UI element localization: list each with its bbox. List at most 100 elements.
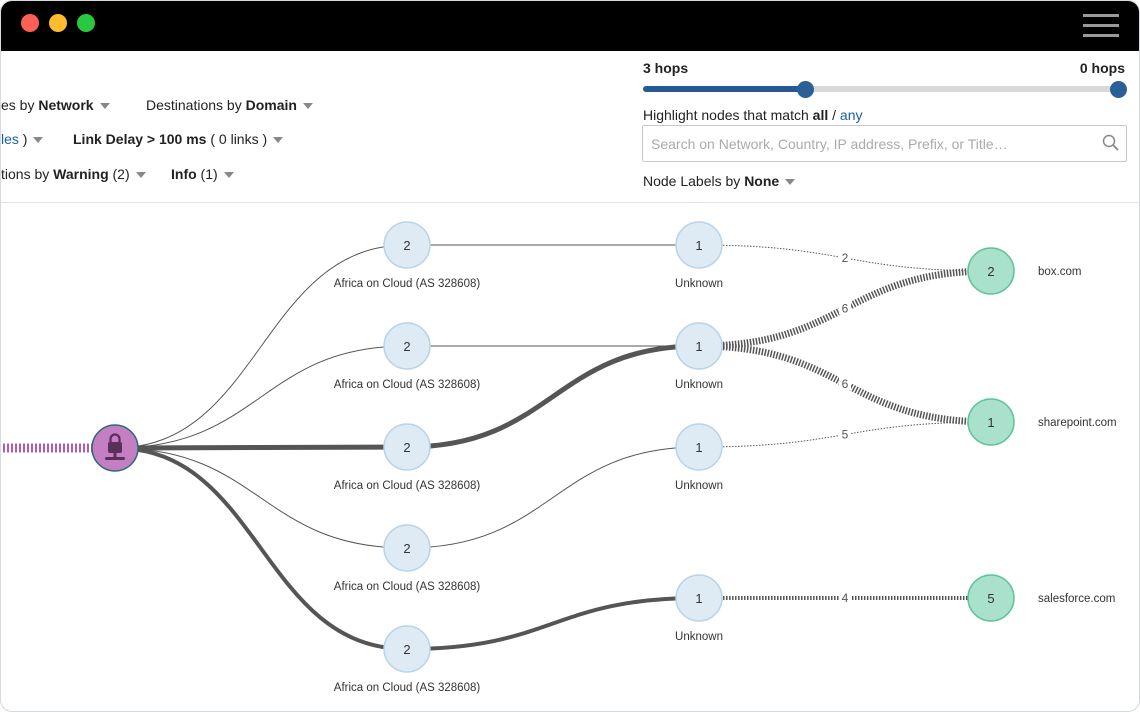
link-label-bg <box>839 426 851 441</box>
link-label-bg <box>839 376 851 390</box>
node-label: Africa on Cloud (AS 328608) <box>334 278 481 290</box>
node-circle <box>675 423 723 471</box>
node-label: Africa on Cloud (AS 328608) <box>334 379 481 391</box>
network-link <box>114 444 408 451</box>
node-circle <box>967 247 1015 295</box>
highlight-text: Highlight nodes that match <box>643 107 813 123</box>
node-circle <box>675 322 723 370</box>
node-count: 1 <box>695 339 702 354</box>
link-label-bg <box>839 590 851 604</box>
link-count: ( 0 links ) <box>206 131 268 147</box>
maximize-button[interactable] <box>77 14 95 32</box>
dropdown-value: Info <box>171 166 197 182</box>
network-link <box>114 446 408 651</box>
node-circle <box>383 625 431 673</box>
dropdown-label: es by <box>1 97 39 113</box>
link-count-label: 2 <box>842 251 849 265</box>
destination-link <box>698 244 992 272</box>
node-circle <box>675 574 723 622</box>
minimize-button[interactable] <box>49 14 67 32</box>
node-circle <box>383 322 431 370</box>
divider <box>1 202 1139 203</box>
caret-down-icon <box>33 137 44 144</box>
dropdown-label: tions by <box>1 166 54 182</box>
link-delay-dropdown[interactable]: Link Delay > 100 ms ( 0 links ) <box>73 131 284 147</box>
highlight-match-label: Highlight nodes that match all / any <box>643 107 862 123</box>
hops-slider-fill <box>643 86 805 92</box>
dropdown-value: Link Delay > 100 ms <box>73 131 207 147</box>
hop-link <box>406 596 700 651</box>
hamburger-icon[interactable] <box>1083 14 1119 38</box>
node-count: 2 <box>403 642 410 657</box>
dropdown-value: Network <box>38 97 94 113</box>
dropdown-value: None <box>744 173 780 189</box>
node-count: 2 <box>403 238 410 253</box>
lock-shackle <box>109 433 121 442</box>
lock-body <box>108 442 122 453</box>
search-input[interactable] <box>643 126 1083 161</box>
info-dropdown[interactable]: Info (1) <box>171 166 234 182</box>
hops-slider-handle[interactable] <box>796 81 814 98</box>
warning-dropdown[interactable]: tions by Warning (2) <box>1 166 146 182</box>
hops-max-label: 0 hops <box>1079 60 1125 76</box>
node-count: 1 <box>695 591 702 606</box>
link-label-bg <box>839 300 851 315</box>
node-count: 1 <box>695 238 702 253</box>
network-link <box>114 345 408 449</box>
dropdown-value: Domain <box>245 97 297 113</box>
dropdown-value: Warning <box>53 166 109 182</box>
node-circle <box>383 423 431 471</box>
node-circle <box>675 221 723 269</box>
link-count-label: 6 <box>842 302 849 316</box>
hops-slider-end-handle[interactable] <box>1110 81 1127 98</box>
caret-down-icon <box>99 103 110 110</box>
caret-down-icon <box>273 137 284 144</box>
node-count: 1 <box>695 440 702 455</box>
hop-link <box>406 343 700 450</box>
node-label: box.com <box>1038 266 1081 278</box>
nodes-filter-dropdown[interactable]: les ) <box>1 131 44 147</box>
node-count: 2 <box>403 339 410 354</box>
node-label: salesforce.com <box>1038 593 1115 605</box>
destination-link <box>698 342 992 426</box>
node-label: Africa on Cloud (AS 328608) <box>334 581 481 593</box>
hops-slider[interactable] <box>643 81 1127 98</box>
destination-link <box>698 267 992 350</box>
node-label: Unknown <box>675 379 723 391</box>
node-label: Africa on Cloud (AS 328608) <box>334 480 481 492</box>
node-label: Unknown <box>675 480 723 492</box>
nodes-link[interactable]: les <box>1 131 19 147</box>
node-circle <box>967 398 1015 446</box>
destinations-grouping-dropdown[interactable]: Destinations by Domain <box>146 97 313 113</box>
destination-link <box>698 421 992 448</box>
match-any-link[interactable]: any <box>839 107 863 123</box>
match-all-option[interactable]: all <box>812 107 829 123</box>
caret-down-icon <box>223 172 234 179</box>
dropdown-label: Node Labels by <box>643 173 745 189</box>
close-button[interactable] <box>21 14 39 32</box>
node-circle <box>383 221 431 269</box>
link-count-label: 4 <box>842 591 849 605</box>
node-circle <box>967 574 1015 622</box>
warning-count: (2) <box>108 166 130 182</box>
dropdown-label: Destinations by <box>146 97 246 113</box>
link-count-label: 6 <box>842 377 849 391</box>
link-label-bg <box>839 250 851 264</box>
sources-grouping-dropdown[interactable]: es by Network <box>1 97 110 113</box>
node-labels-dropdown[interactable]: Node Labels by None <box>643 173 796 189</box>
search-icon[interactable] <box>1102 134 1120 152</box>
